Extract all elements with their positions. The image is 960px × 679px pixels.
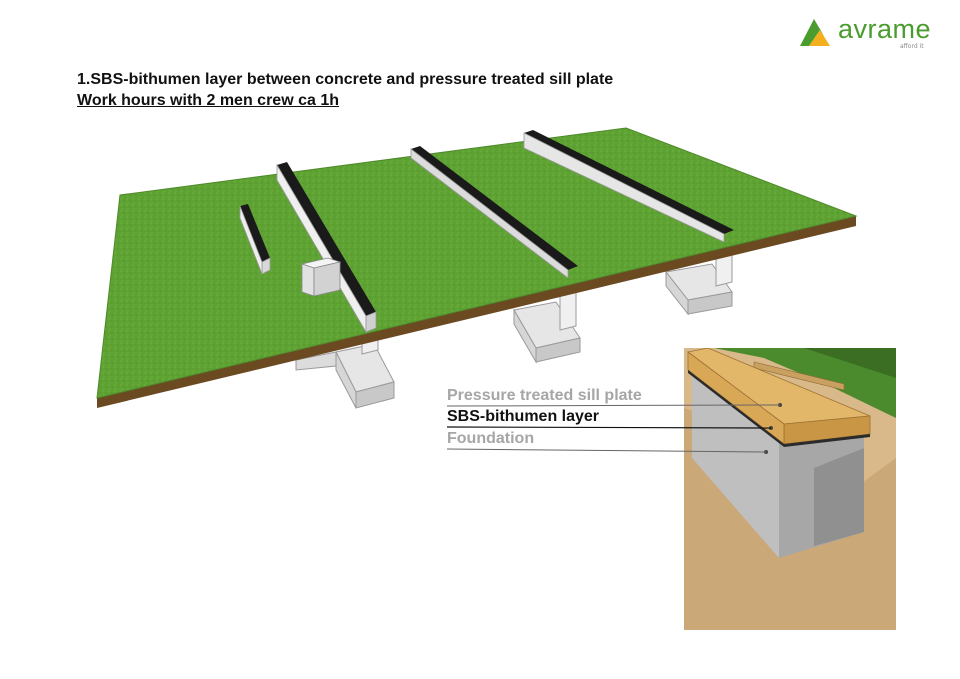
concrete-block bbox=[300, 257, 342, 297]
logo-tagline: afford it bbox=[900, 43, 924, 50]
deck-soil-edge bbox=[97, 216, 856, 408]
sill-beam bbox=[276, 162, 377, 334]
callout-foundation: Foundation bbox=[447, 430, 535, 447]
foundation-photo bbox=[684, 348, 896, 630]
callout-sill-plate: Pressure treated sill plate bbox=[447, 387, 642, 404]
callout-bitumen-layer: SBS-bithumen layer bbox=[447, 408, 600, 425]
avrame-logo: avrame afford it bbox=[800, 14, 945, 54]
concrete-footing bbox=[665, 233, 733, 316]
page-subtitle: Work hours with 2 men crew ca 1h bbox=[77, 92, 339, 109]
sill-beam bbox=[523, 130, 734, 243]
logo-wordmark: avrame bbox=[838, 14, 932, 44]
page-title: 1.SBS-bithumen layer between concrete an… bbox=[77, 71, 614, 88]
sill-beam bbox=[239, 204, 271, 275]
concrete-footing-edge bbox=[295, 351, 337, 371]
triangle-logo-icon bbox=[800, 19, 830, 46]
sill-beam bbox=[410, 146, 578, 279]
